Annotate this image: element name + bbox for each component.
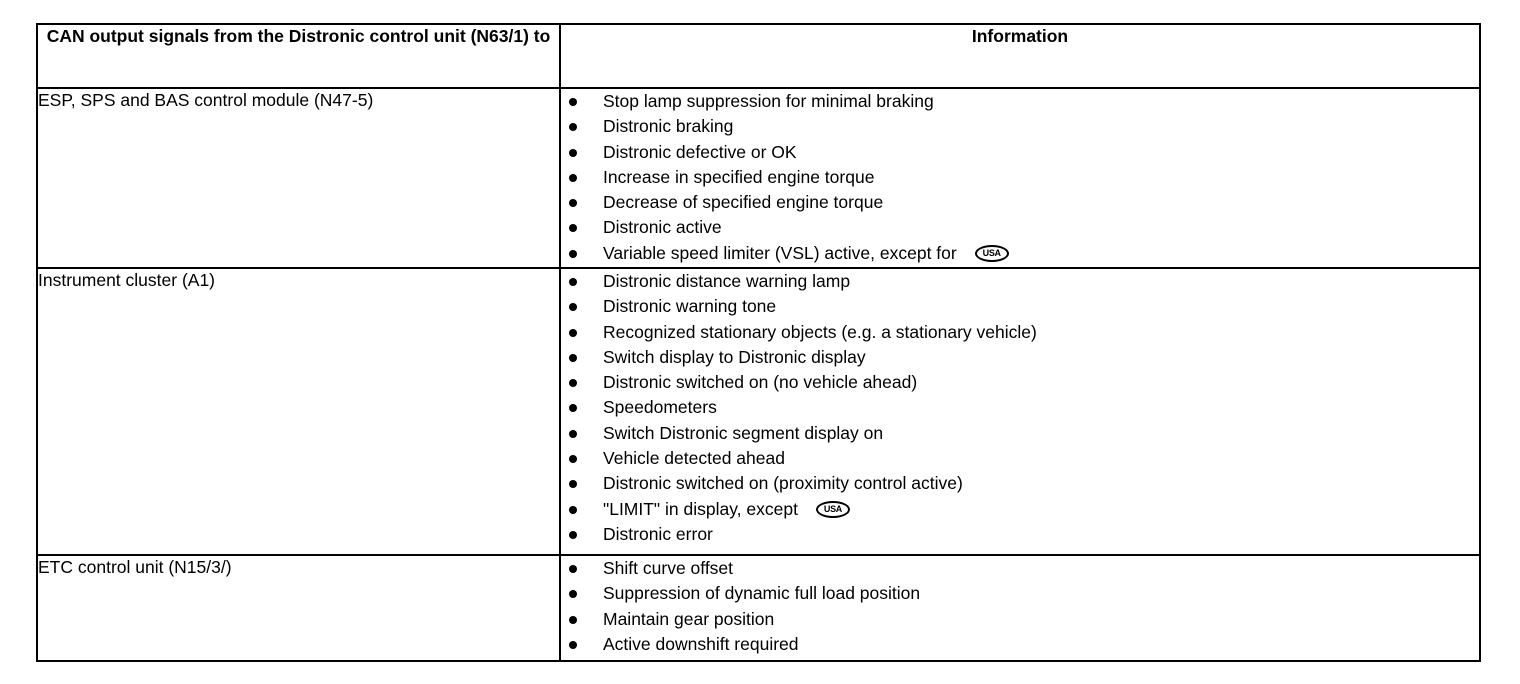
list-item: Distronic switched on (proximity control…	[561, 471, 1479, 496]
bullet-icon	[569, 530, 577, 539]
list-item-label: Variable speed limiter (VSL) active, exc…	[603, 242, 957, 263]
list-item-label: Distronic braking	[603, 116, 734, 137]
list-item-label: Active downshift required	[603, 633, 799, 654]
table-body: ESP, SPS and BAS control module (N47-5) …	[36, 87, 1481, 662]
list-item: Distronic distance warning lamp	[561, 269, 1479, 294]
bullet-icon	[569, 565, 577, 573]
can-output-signals-table: CAN output signals from the Distronic co…	[36, 23, 1481, 662]
list-item: Distronic warning tone	[561, 294, 1479, 319]
information-bullet-list: Stop lamp suppression for minimal brakin…	[561, 89, 1479, 266]
bullet-icon	[569, 480, 577, 489]
list-item-label: Speedometers	[603, 397, 717, 418]
usa-badge-icon: USA	[815, 500, 850, 518]
list-item: Stop lamp suppression for minimal brakin…	[561, 89, 1479, 114]
table-header-row: CAN output signals from the Distronic co…	[36, 23, 1481, 89]
bullet-icon	[569, 615, 577, 624]
table-row: ETC control unit (N15/3/) Shift curve of…	[36, 554, 1481, 662]
bullet-icon	[569, 590, 577, 599]
column-header-signal-source: CAN output signals from the Distronic co…	[36, 23, 561, 89]
list-item: Recognized stationary objects (e.g. a st…	[561, 320, 1479, 345]
bullet-icon	[569, 249, 577, 258]
bullet-icon	[569, 429, 577, 438]
bullet-icon	[569, 328, 577, 337]
list-item: Distronic active	[561, 215, 1479, 240]
information-cell: Shift curve offset Suppression of dynami…	[559, 554, 1481, 662]
list-item: Variable speed limiter (VSL) active, exc…	[561, 241, 1479, 266]
list-item-label: Recognized stationary objects (e.g. a st…	[603, 321, 1037, 342]
list-item-label: Stop lamp suppression for minimal brakin…	[603, 91, 934, 111]
list-item-label: Distronic distance warning lamp	[603, 271, 851, 291]
table-row: Instrument cluster (A1) Distronic distan…	[36, 267, 1481, 556]
bullet-icon	[569, 303, 577, 312]
signal-target-label: Instrument cluster (A1)	[36, 267, 561, 556]
list-item-label: Suppression of dynamic full load positio…	[603, 583, 921, 604]
list-item-label: Shift curve offset	[603, 558, 734, 578]
list-item: Increase in specified engine torque	[561, 165, 1479, 190]
list-item-label: Distronic warning tone	[603, 296, 777, 317]
usa-badge-label: USA	[982, 247, 1001, 258]
bullet-icon	[569, 98, 577, 106]
column-header-information: Information	[559, 23, 1481, 89]
bullet-icon	[569, 148, 577, 157]
list-item-label: Decrease of specified engine torque	[603, 192, 884, 213]
list-item: Switch display to Distronic display	[561, 345, 1479, 370]
list-item-label: Maintain gear position	[603, 608, 775, 629]
list-item-label: Distronic error	[603, 523, 713, 544]
list-item: Suppression of dynamic full load positio…	[561, 581, 1479, 606]
bullet-icon	[569, 123, 577, 132]
usa-badge-label: USA	[823, 503, 842, 514]
list-item-label: Switch Distronic segment display on	[603, 422, 884, 443]
list-item-label: Distronic defective or OK	[603, 141, 797, 162]
list-item: Distronic defective or OK	[561, 140, 1479, 165]
list-item: "LIMIT" in display, except USA	[561, 497, 1479, 522]
list-item-label: Increase in specified engine torque	[603, 166, 875, 187]
bullet-icon	[569, 505, 577, 514]
list-item-label: Vehicle detected ahead	[603, 448, 785, 469]
list-item: Vehicle detected ahead	[561, 446, 1479, 471]
list-item: Maintain gear position	[561, 607, 1479, 632]
bullet-icon	[569, 278, 577, 286]
bullet-icon	[569, 404, 577, 413]
list-item: Distronic switched on (no vehicle ahead)	[561, 370, 1479, 395]
table-row: ESP, SPS and BAS control module (N47-5) …	[36, 87, 1481, 269]
information-bullet-list: Distronic distance warning lamp Distroni…	[561, 269, 1479, 547]
list-item: Distronic error	[561, 522, 1479, 547]
bullet-icon	[569, 640, 577, 649]
list-item: Distronic braking	[561, 114, 1479, 139]
bullet-icon	[569, 379, 577, 388]
bullet-icon	[569, 353, 577, 362]
list-item-label: Switch display to Distronic display	[603, 346, 866, 367]
list-item: Speedometers	[561, 395, 1479, 420]
table-header: CAN output signals from the Distronic co…	[36, 23, 1481, 89]
information-bullet-list: Shift curve offset Suppression of dynami…	[561, 556, 1479, 657]
signal-target-label: ETC control unit (N15/3/)	[36, 554, 561, 662]
list-item-label: "LIMIT" in display, except	[603, 498, 798, 519]
bullet-icon	[569, 455, 577, 464]
list-item: Switch Distronic segment display on	[561, 421, 1479, 446]
usa-badge-icon: USA	[974, 244, 1009, 262]
information-cell: Distronic distance warning lamp Distroni…	[559, 267, 1481, 556]
list-item: Decrease of specified engine torque	[561, 190, 1479, 215]
list-item-label: Distronic switched on (proximity control…	[603, 473, 963, 494]
signal-target-label: ESP, SPS and BAS control module (N47-5)	[36, 87, 561, 269]
bullet-icon	[569, 173, 577, 182]
list-item-label: Distronic switched on (no vehicle ahead)	[603, 372, 918, 393]
list-item-label: Distronic active	[603, 217, 722, 238]
bullet-icon	[569, 224, 577, 233]
information-cell: Stop lamp suppression for minimal brakin…	[559, 87, 1481, 269]
bullet-icon	[569, 199, 577, 208]
list-item: Active downshift required	[561, 632, 1479, 657]
list-item: Shift curve offset	[561, 556, 1479, 581]
